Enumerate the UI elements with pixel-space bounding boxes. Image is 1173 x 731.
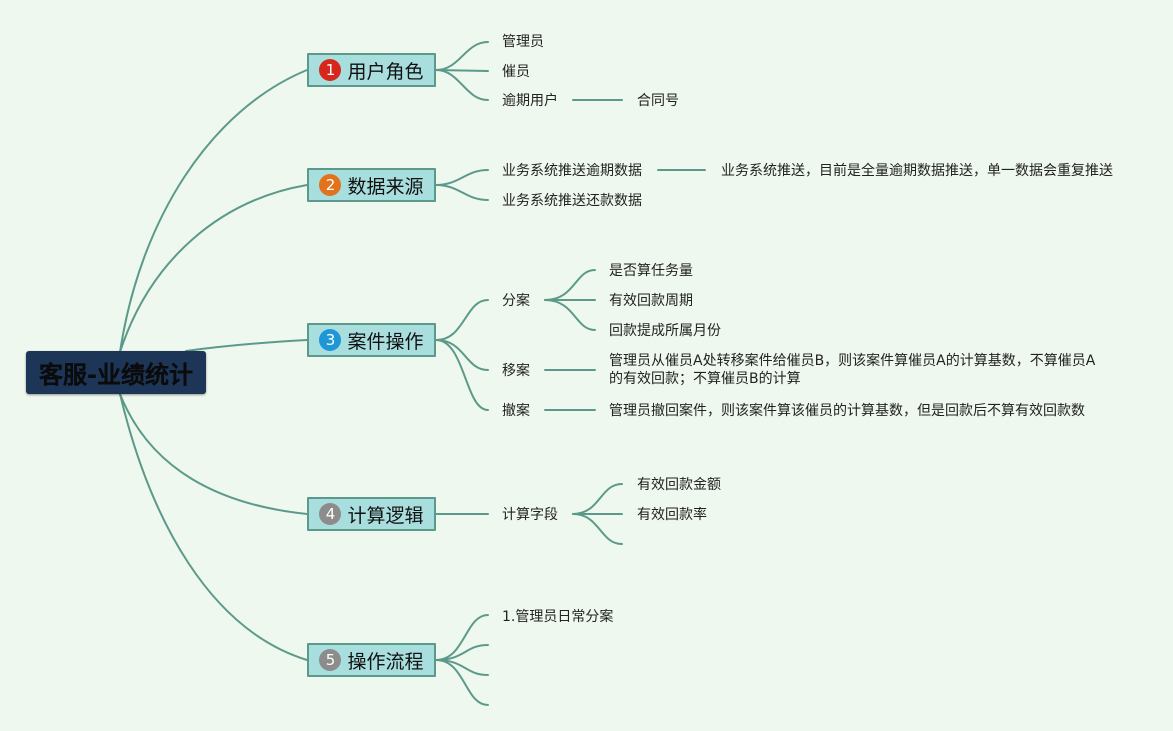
connector-fields-3 (572, 513, 623, 545)
leaf-push-overdue[interactable]: 业务系统推送逾期数据 (502, 163, 642, 179)
number-1-badge: 1 (319, 59, 342, 81)
leaf-overdue-user[interactable]: 逾期用户 (502, 93, 558, 109)
leaf-assign-item[interactable]: 有效回款周期 (609, 293, 693, 309)
leaf-assign-item[interactable]: 回款提成所属月份 (609, 323, 721, 339)
branch-data-sources[interactable]: 2 数据来源 (307, 168, 436, 202)
number-5-badge: 5 (319, 649, 342, 671)
connector-root-b5 (119, 393, 308, 661)
branch-label: 案件操作 (347, 330, 424, 353)
connector-b1-overdue (435, 69, 489, 101)
number-3-badge: 3 (319, 329, 342, 351)
leaf-withdraw[interactable]: 撤案 (502, 403, 530, 419)
number-4-badge: 4 (319, 503, 342, 525)
leaf-calc-fields[interactable]: 计算字段 (502, 507, 558, 523)
connector-b3-withdraw (435, 339, 489, 411)
leaf-contract-no[interactable]: 合同号 (637, 93, 679, 109)
leaf-push-overdue-note[interactable]: 业务系统推送，目前是全量逾期数据推送，单一数据会重复推送 (721, 163, 1113, 179)
connector-root-b4 (119, 393, 308, 515)
leaf-push-repay[interactable]: 业务系统推送还款数据 (502, 193, 642, 209)
branch-label: 用户角色 (347, 60, 424, 83)
branch-label: 计算逻辑 (347, 504, 424, 527)
root-label: 客服-业绩统计 (39, 361, 193, 389)
connector-b3-assign (435, 299, 489, 341)
connector-root-b1 (119, 69, 308, 353)
connector-b1-admin (435, 41, 489, 71)
connector-fields-1 (572, 483, 623, 515)
connector-b1-collector (435, 69, 489, 72)
branch-operation-flow[interactable]: 5 操作流程 (307, 643, 436, 677)
connector-root-b2 (119, 184, 308, 353)
connector-assign-1 (544, 269, 596, 301)
connector-root-b3 (185, 339, 308, 352)
leaf-admin[interactable]: 管理员 (502, 34, 544, 50)
leaf-assign[interactable]: 分案 (502, 293, 530, 309)
branch-label: 数据来源 (347, 175, 424, 198)
leaf-transfer-note[interactable]: 管理员从催员A处转移案件给催员B，则该案件算催员A的计算基数，不算催员A的有效回… (609, 353, 1096, 387)
branch-case-operations[interactable]: 3 案件操作 (307, 323, 436, 357)
connector-assign-3 (544, 299, 596, 331)
number-2-badge: 2 (319, 174, 342, 196)
root-node[interactable]: 客服-业绩统计 (26, 351, 206, 394)
branch-user-roles[interactable]: 1 用户角色 (307, 53, 436, 87)
leaf-field-item[interactable]: 有效回款率 (637, 507, 707, 523)
branch-label: 操作流程 (347, 650, 424, 673)
connector-b2-push-repay (435, 184, 489, 201)
leaf-flow-item[interactable]: 1.管理员日常分案 (502, 609, 614, 625)
leaf-transfer[interactable]: 移案 (502, 363, 530, 379)
leaf-field-item[interactable]: 有效回款金额 (637, 477, 721, 493)
connector-b2-push-overdue (435, 169, 489, 186)
connector-b3-transfer (435, 339, 489, 371)
leaf-collector[interactable]: 催员 (502, 64, 530, 80)
branch-calc-logic[interactable]: 4 计算逻辑 (307, 497, 436, 531)
connector-b5-4 (435, 659, 489, 706)
leaf-withdraw-note[interactable]: 管理员撤回案件，则该案件算该催员的计算基数，但是回款后不算有效回款数 (609, 403, 1085, 419)
leaf-assign-item[interactable]: 是否算任务量 (609, 263, 693, 279)
